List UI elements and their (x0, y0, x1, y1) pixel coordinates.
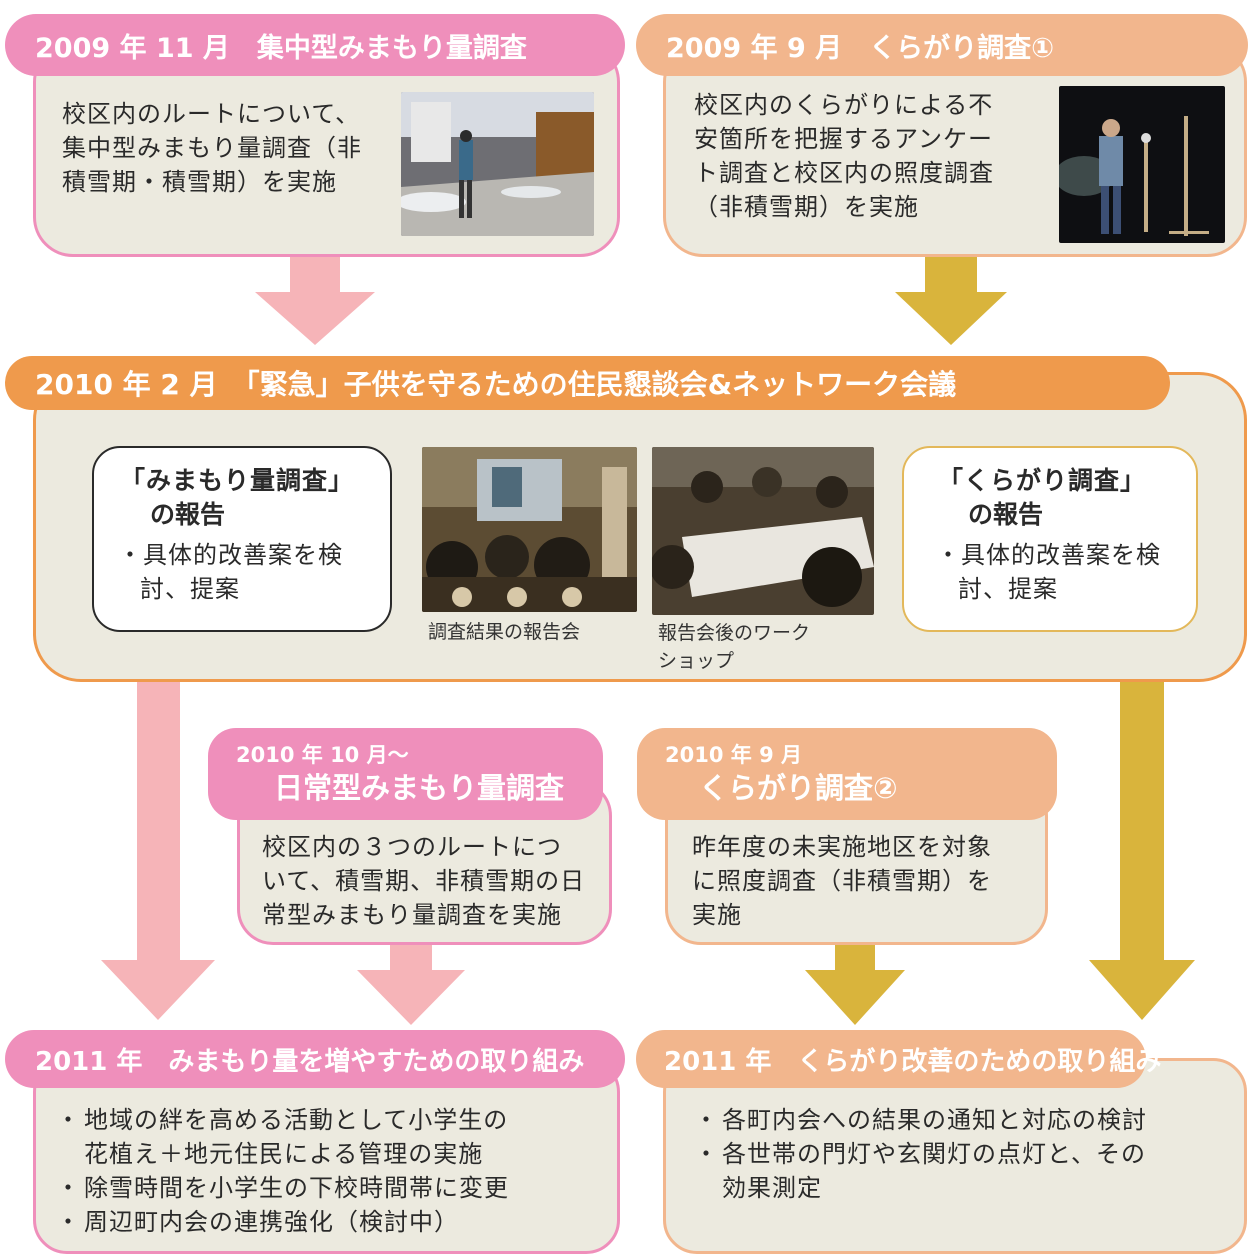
text-line: 実施 (692, 901, 742, 929)
text-line: 積雪期・積雪期）を実施 (62, 168, 337, 196)
mimamori-report-heading2: の報告 (150, 500, 226, 529)
arrow-lower-right-down (805, 930, 905, 1025)
header-2010-9-line1: 2010 年 9 月 (665, 743, 802, 767)
text-2010-10: 校区内の３つのルートにつ いて、積雪期、非積雪期の日 常型みまもり量調査を実施 (262, 830, 607, 932)
text-line: に照度調査（非積雪期）を (692, 867, 992, 895)
list-item-line: 花植え＋地元住民による管理の実施 (84, 1140, 484, 1168)
text-line: 校区内のくらがりによる不 (694, 91, 994, 119)
header-2011-mimamori-text: 2011 年 みまもり量を増やすための取り組み (35, 1046, 585, 1077)
list-item-line: 効果測定 (722, 1174, 822, 1202)
text-2010-9: 昨年度の未実施地区を対象 に照度調査（非積雪期）を 実施 (692, 830, 1042, 932)
header-2010-10-line1: 2010 年 10 月〜 (236, 743, 409, 767)
mimamori-report-heading: 「みまもり量調査」 (120, 466, 355, 495)
arrow-left-long-down (101, 670, 215, 1020)
caption-line: ショップ (658, 650, 735, 672)
arrow-lower-left-down (357, 925, 465, 1025)
caption-report-meeting: 調査結果の報告会 (428, 621, 581, 643)
bullet-line: 討、提案 (958, 575, 1058, 603)
photo-night-survey (1059, 86, 1225, 243)
list-item-line: 各町内会への結果の通知と対応の検討 (722, 1106, 1147, 1134)
mimamori-report-bullet: 具体的改善案を検 討、提案 (120, 538, 390, 606)
list-item-line: 周辺町内会の連携強化（検討中） (84, 1208, 459, 1236)
header-2011-mimamori: 2011 年 みまもり量を増やすための取り組み (5, 1030, 625, 1088)
header-2009-9-text: 2009 年 9 月 くらがり調査① (666, 32, 1054, 64)
list-2011-kuragari: 各町内会への結果の通知と対応の検討 各世帯の門灯や玄関灯の点灯と、その 効果測定 (694, 1103, 1220, 1205)
caption-line: 報告会後のワーク (658, 622, 811, 644)
header-2010-2: 2010 年 2 月 「緊急」子供を守るための住民懇談会&ネットワーク会議 (5, 356, 1170, 410)
text-2009-11: 校区内のルートについて、 集中型みまもり量調査（非 積雪期・積雪期）を実施 (62, 97, 402, 199)
bullet-line: 討、提案 (140, 575, 240, 603)
list-2011-mimamori: 地域の絆を高める活動として小学生の 花植え＋地元住民による管理の実施 除雪時間を… (56, 1103, 602, 1239)
header-2009-11: 2009 年 11 月 集中型みまもり量調査 (5, 14, 625, 76)
header-2010-10-line2: 日常型みまもり量調査 (274, 771, 565, 805)
kuragari-report-heading: 「くらがり調査」 (938, 466, 1147, 495)
header-2011-kuragari-text: 2011 年 くらがり改善のための取り組み (664, 1046, 1162, 1077)
text-line: いて、積雪期、非積雪期の日 (262, 867, 586, 895)
arrow-right-long-down (1089, 670, 1195, 1020)
text-line: （非積雪期）を実施 (694, 193, 919, 221)
kuragari-report-bullet: 具体的改善案を検 討、提案 (938, 538, 1196, 606)
bullet-line: 具体的改善案を検 (942, 538, 1196, 572)
photo-workshop (652, 447, 874, 615)
bullet-line: 具体的改善案を検 (124, 538, 390, 572)
list-item-line: 各世帯の門灯や玄関灯の点灯と、その (722, 1140, 1147, 1168)
text-line: 校区内の３つのルートにつ (262, 833, 562, 861)
arrow-top-right-down (895, 255, 1007, 345)
header-2009-9: 2009 年 9 月 くらがり調査① (636, 14, 1248, 76)
list-item-line: 除雪時間を小学生の下校時間帯に変更 (84, 1174, 509, 1202)
header-2010-9: 2010 年 9 月 くらがり調査② (637, 728, 1057, 820)
box-mimamori-report: 「みまもり量調査」 の報告 具体的改善案を検 討、提案 (92, 446, 392, 632)
list-item: 各世帯の門灯や玄関灯の点灯と、その 効果測定 (694, 1137, 1220, 1205)
list-item: 各町内会への結果の通知と対応の検討 (694, 1103, 1220, 1137)
header-2010-10: 2010 年 10 月〜 日常型みまもり量調査 (208, 728, 603, 820)
text-line: 昨年度の未実施地区を対象 (692, 833, 992, 861)
photo-report-meeting (422, 447, 637, 612)
list-item: 除雪時間を小学生の下校時間帯に変更 (56, 1171, 602, 1205)
header-2010-2-text: 2010 年 2 月 「緊急」子供を守るための住民懇談会&ネットワーク会議 (35, 368, 957, 401)
box-kuragari-report: 「くらがり調査」 の報告 具体的改善案を検 討、提案 (902, 446, 1198, 632)
text-line: ト調査と校区内の照度調査 (694, 159, 994, 187)
header-2011-kuragari: 2011 年 くらがり改善のための取り組み (636, 1030, 1161, 1088)
kuragari-report-heading2: の報告 (968, 500, 1044, 529)
list-item: 周辺町内会の連携強化（検討中） (56, 1205, 602, 1239)
caption-workshop: 報告会後のワーク ショップ (658, 619, 878, 675)
photo-snowy-street (401, 92, 594, 236)
header-2010-9-line2: くらがり調査② (699, 771, 898, 805)
list-item-line: 地域の絆を高める活動として小学生の (84, 1106, 509, 1134)
text-line: 集中型みまもり量調査（非 (62, 134, 362, 162)
arrow-top-left-down (255, 252, 375, 345)
text-line: 常型みまもり量調査を実施 (262, 901, 562, 929)
text-line: 校区内のルートについて、 (62, 100, 361, 128)
header-2009-11-text: 2009 年 11 月 集中型みまもり量調査 (35, 32, 527, 64)
text-2009-9: 校区内のくらがりによる不 安箇所を把握するアンケー ト調査と校区内の照度調査 （… (694, 88, 1054, 224)
text-line: 安箇所を把握するアンケー (694, 125, 994, 153)
list-item: 地域の絆を高める活動として小学生の 花植え＋地元住民による管理の実施 (56, 1103, 602, 1171)
